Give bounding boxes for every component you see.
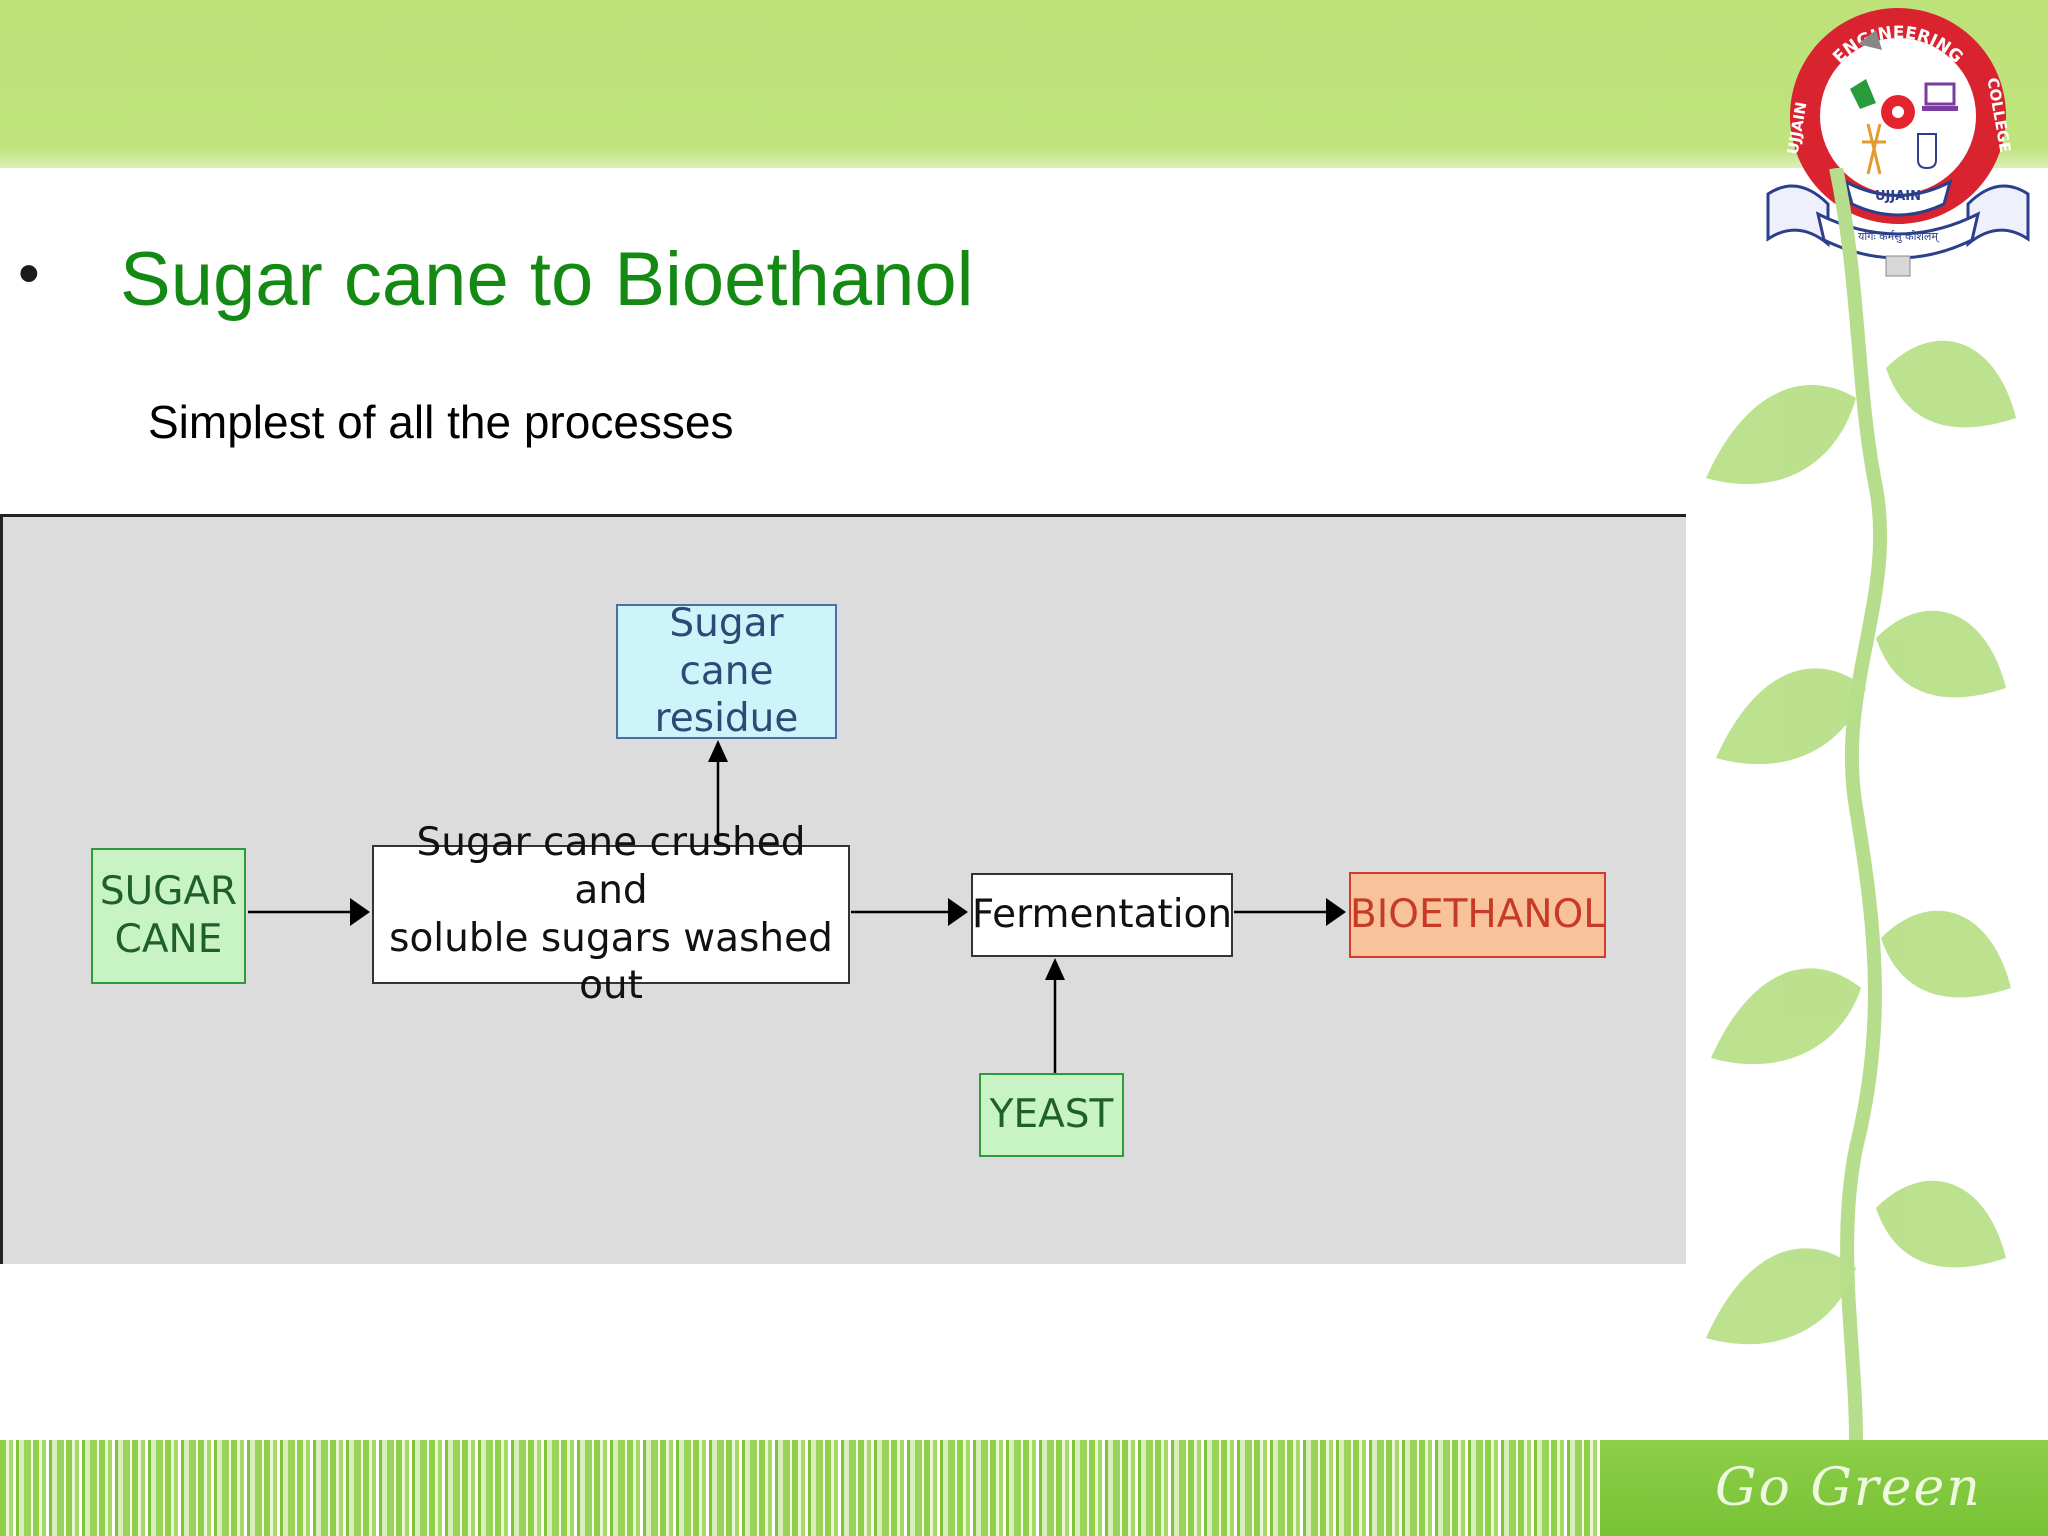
node-label: YEAST <box>989 1092 1114 1138</box>
node-label: SUGAR CANE <box>99 869 238 962</box>
slide-title: Sugar cane to Bioethanol <box>120 237 974 322</box>
node-crushed: Sugar cane crushed and soluble sugars wa… <box>372 820 850 1008</box>
node-bioethanol: BIOETHANOL <box>1349 872 1606 958</box>
vine-decoration <box>1706 168 2016 1440</box>
footer-tagline: Go Green <box>1715 1458 1982 1518</box>
logo-banner-text: UJJAIN <box>1875 189 1921 204</box>
footer-stripes <box>0 1440 1600 1536</box>
header-band <box>0 0 2048 168</box>
node-sugar-cane-residue: Sugar cane residue <box>616 601 837 741</box>
node-sugar-cane: SUGAR CANE <box>91 848 246 984</box>
node-yeast: YEAST <box>979 1073 1124 1157</box>
node-label: Sugar cane residue <box>654 601 799 742</box>
slide-subtitle: Simplest of all the processes <box>148 396 734 448</box>
node-label: Sugar cane crushed and soluble sugars wa… <box>389 820 833 1009</box>
title-bullet: • <box>18 239 40 308</box>
node-label: BIOETHANOL <box>1349 892 1606 938</box>
footer-bar <box>1600 1440 2048 1536</box>
college-logo: ENGINEERING UJJAIN COLLEGE UJJAIN योगः क… <box>1766 8 2030 277</box>
node-fermentation: Fermentation <box>971 873 1233 957</box>
logo-motto: योगः कर्मसु कौशलम् <box>1858 230 1940 243</box>
node-label: Fermentation <box>971 892 1233 938</box>
